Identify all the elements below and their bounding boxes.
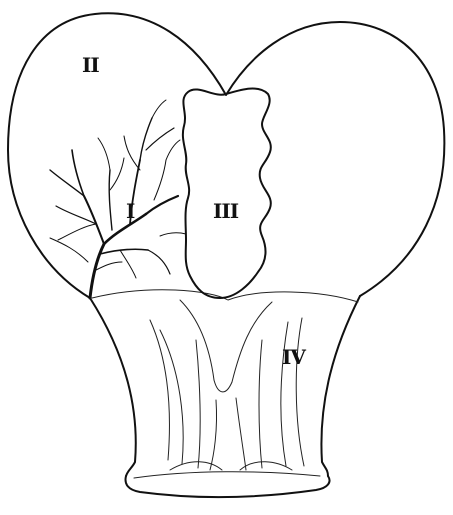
label-region-2: II (82, 53, 99, 77)
region-three-outline (183, 89, 271, 298)
junction-curve (92, 290, 358, 302)
stalk-left-edge (90, 298, 136, 476)
label-region-4: IV (282, 345, 306, 369)
vessel-tree (50, 100, 186, 298)
stalk-base (126, 476, 330, 497)
stalk-folds (150, 300, 304, 470)
stalk-base-inner (134, 472, 320, 478)
label-region-1: I (126, 199, 135, 223)
label-region-3: III (213, 199, 239, 223)
stalk-right-edge (321, 296, 360, 476)
